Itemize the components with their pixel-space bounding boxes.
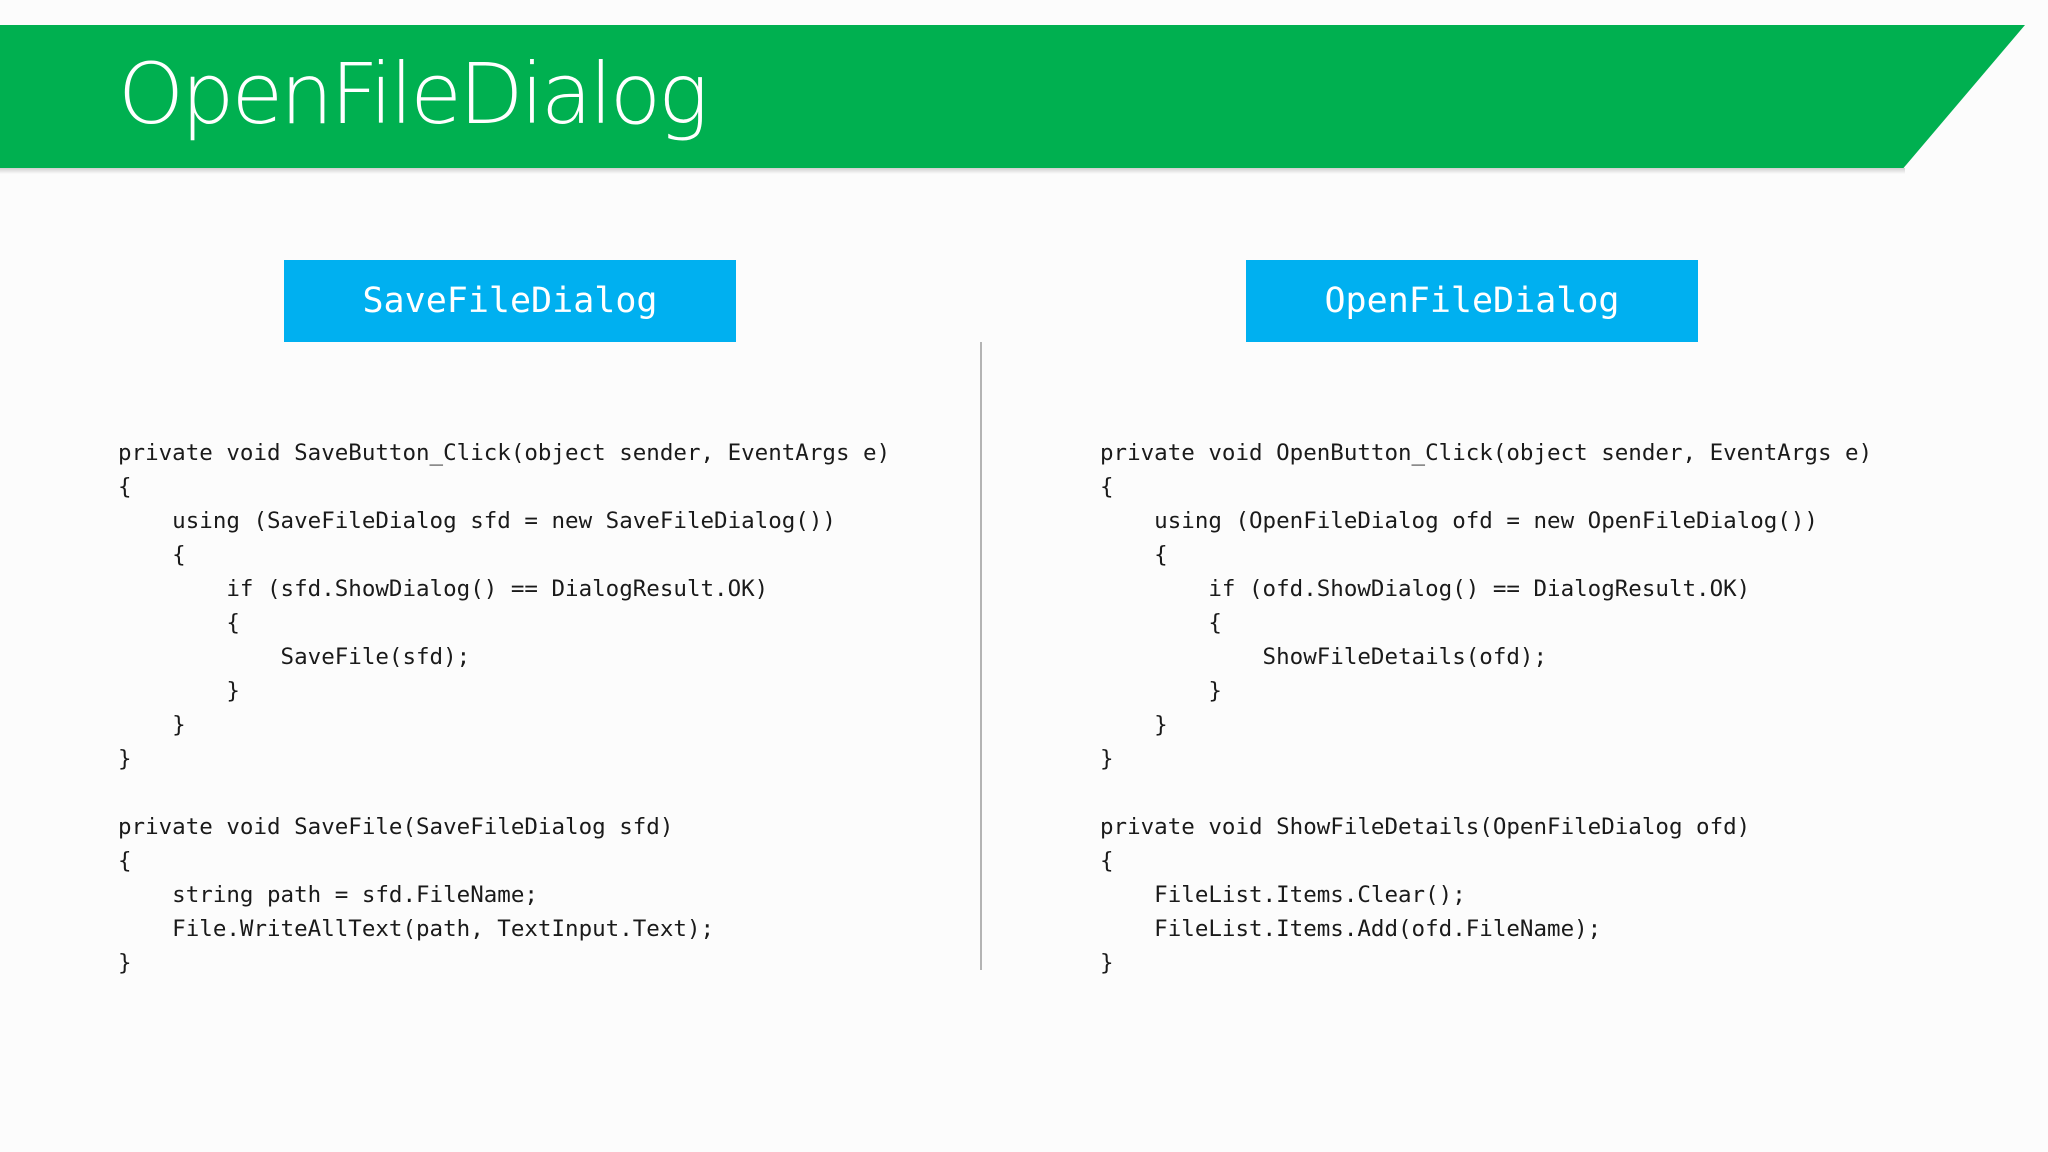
code-line: ShowFileDetails(ofd); <box>1100 644 1548 670</box>
code-line: if (sfd.ShowDialog() == DialogResult.OK) <box>118 576 769 602</box>
code-line: private void SaveButton_Click(object sen… <box>118 440 891 466</box>
code-line: { <box>118 474 132 500</box>
code-line: using (OpenFileDialog ofd = new OpenFile… <box>1100 508 1818 534</box>
code-line: } <box>1100 746 1114 772</box>
savefiledialog-label: SaveFileDialog <box>284 260 736 342</box>
code-line: { <box>1100 542 1168 568</box>
code-line: FileList.Items.Clear(); <box>1100 882 1466 908</box>
code-line: { <box>1100 610 1222 636</box>
code-line: using (SaveFileDialog sfd = new SaveFile… <box>118 508 836 534</box>
save-code-block: private void SaveButton_Click(object sen… <box>118 436 890 980</box>
slide-title: OpenFileDialog <box>118 45 709 143</box>
code-line: { <box>118 848 132 874</box>
code-line: string path = sfd.FileName; <box>118 882 538 908</box>
code-line: { <box>118 542 186 568</box>
code-line: } <box>118 746 132 772</box>
open-code-block: private void OpenButton_Click(object sen… <box>1100 436 1872 980</box>
code-line <box>1100 776 1872 810</box>
code-line: private void OpenButton_Click(object sen… <box>1100 440 1873 466</box>
code-line <box>118 776 890 810</box>
openfiledialog-label: OpenFileDialog <box>1246 260 1698 342</box>
code-line: } <box>118 678 240 704</box>
code-line: } <box>118 712 186 738</box>
code-line: SaveFile(sfd); <box>118 644 471 670</box>
column-divider <box>980 342 982 970</box>
code-line: if (ofd.ShowDialog() == DialogResult.OK) <box>1100 576 1751 602</box>
code-line: { <box>1100 474 1114 500</box>
code-line: } <box>1100 678 1222 704</box>
code-line: { <box>118 610 240 636</box>
title-banner-shadow <box>0 168 1905 174</box>
code-line: private void ShowFileDetails(OpenFileDia… <box>1100 814 1751 840</box>
code-line: File.WriteAllText(path, TextInput.Text); <box>118 916 715 942</box>
code-line: } <box>1100 712 1168 738</box>
title-banner <box>0 25 2025 168</box>
code-line: } <box>1100 950 1114 976</box>
code-line: { <box>1100 848 1114 874</box>
code-line: } <box>118 950 132 976</box>
code-line: FileList.Items.Add(ofd.FileName); <box>1100 916 1602 942</box>
code-line: private void SaveFile(SaveFileDialog sfd… <box>118 814 674 840</box>
